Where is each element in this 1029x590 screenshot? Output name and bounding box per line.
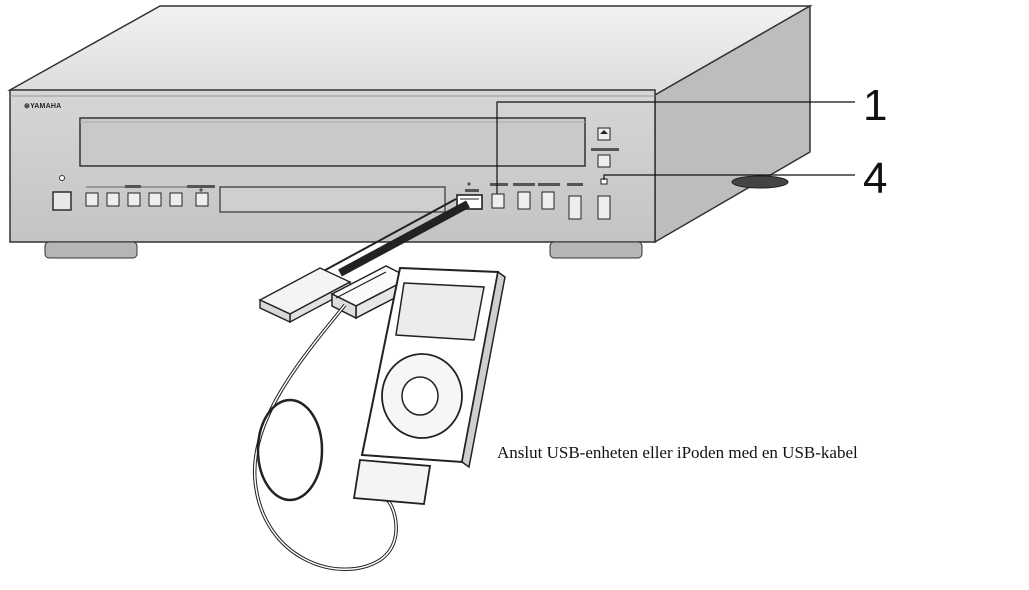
foot-right	[549, 241, 643, 259]
standby-led	[59, 175, 65, 181]
eject-icon	[600, 130, 608, 134]
skip-back-button[interactable]	[517, 191, 531, 210]
cable-coil	[256, 398, 324, 502]
ipod	[352, 266, 506, 505]
panel-label-marks	[125, 148, 619, 192]
cd-player	[7, 4, 813, 259]
ipod-center-button	[401, 376, 439, 416]
callout-4-leader	[603, 174, 855, 180]
callout-1-leader	[496, 101, 855, 194]
disc-3-button[interactable]	[127, 192, 141, 207]
diagram-caption: Anslut USB-enheten eller iPoden med en U…	[497, 443, 858, 462]
skip-forward-button[interactable]	[541, 191, 555, 210]
yamaha-logo: ⊛YAMAHA	[24, 103, 62, 110]
disc-tray	[79, 117, 586, 167]
ipod-screen	[395, 282, 485, 341]
stop-button[interactable]	[568, 195, 582, 220]
dock-connector	[352, 459, 432, 505]
disc-4-button[interactable]	[148, 192, 162, 207]
usb-cable	[252, 198, 470, 571]
disc-skip-button[interactable]	[195, 192, 209, 207]
play-pause-button[interactable]	[597, 195, 611, 220]
disc-buttons	[85, 192, 183, 207]
source-button[interactable]	[491, 193, 505, 209]
power-button[interactable]	[52, 191, 72, 211]
callout-1-label: 1	[863, 81, 888, 130]
callout-4-label: 4	[863, 154, 888, 203]
disc-2-button[interactable]	[106, 192, 120, 207]
disc-5-button[interactable]	[169, 192, 183, 207]
play-mode-button[interactable]	[597, 154, 611, 168]
disc-1-button[interactable]	[85, 192, 99, 207]
foot-left	[44, 241, 138, 259]
foot-rear	[731, 175, 789, 189]
display-window	[219, 186, 446, 213]
